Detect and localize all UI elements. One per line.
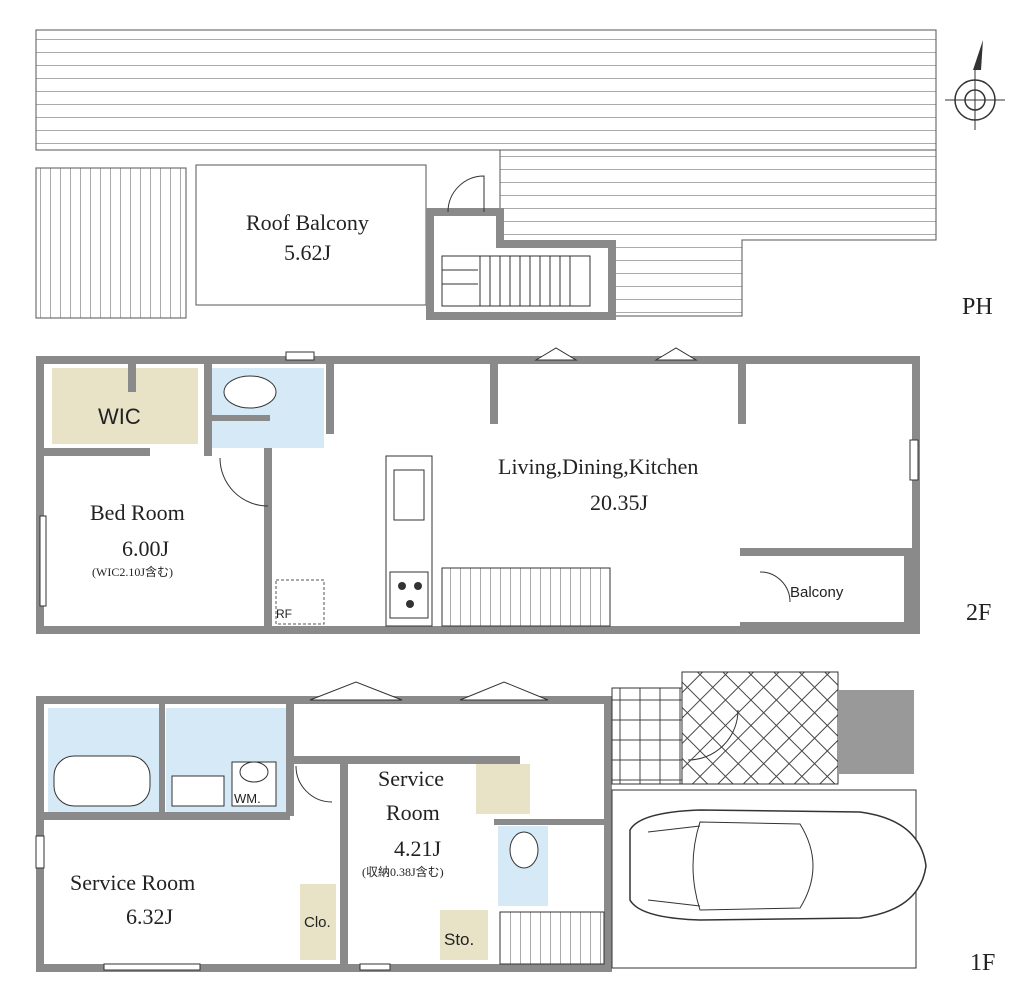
bed-room-area-label: 6.00J <box>122 536 170 561</box>
ldk-area-label: 20.35J <box>590 490 649 515</box>
roof-balcony-area-label: 5.62J <box>284 240 332 265</box>
2f-stairs <box>441 567 611 627</box>
1f-window-1 <box>309 681 403 701</box>
wm-label: WM. <box>234 791 261 806</box>
kitchen-stove <box>389 571 429 619</box>
rf-label: RF <box>276 607 292 621</box>
wic-area <box>52 368 198 444</box>
roof-deck-top <box>35 29 937 151</box>
bed-room-note-label: (WIC2.10J含む) <box>92 565 173 579</box>
1f-floor <box>35 671 927 972</box>
ph-floor <box>35 29 1005 320</box>
floor-label-2f: 2F <box>966 600 992 626</box>
rf-box <box>275 579 325 625</box>
roof-balcony-area <box>195 164 427 306</box>
floor-label-ph: PH <box>962 294 993 320</box>
roof-deck-left <box>35 167 187 319</box>
car-icon <box>629 809 927 921</box>
wic-label: WIC <box>98 404 141 429</box>
roof-balcony-label: Roof Balcony <box>246 210 369 235</box>
1f-outer-wall <box>36 696 612 972</box>
service-room-2-note-label: (収納0.38J含む) <box>362 865 444 879</box>
approach-tiles <box>681 671 839 785</box>
washbasin <box>171 775 225 807</box>
entrance-tiles <box>611 687 683 785</box>
ldk-label: Living,Dining,Kitchen <box>498 454 699 479</box>
ph-door-swing <box>447 175 485 213</box>
ph-stair-core <box>426 208 616 320</box>
bed-room-label: Bed Room <box>90 500 185 525</box>
clo-label: Clo. <box>304 914 331 931</box>
floor-label-1f: 1F <box>970 950 996 976</box>
dark-tile-area <box>838 690 914 774</box>
1f-stairs <box>499 911 605 965</box>
compass-icon <box>945 40 1005 130</box>
service-room-1-label: Service Room <box>70 870 196 895</box>
service-room-2-label-line2: Room <box>386 800 440 825</box>
sto-area <box>440 910 488 960</box>
service-room-2-area-label: 4.21J <box>394 836 442 861</box>
clo-area <box>300 884 336 960</box>
ph-stair-treads <box>441 255 591 307</box>
1f-window-2 <box>459 681 549 701</box>
2f-balcony <box>740 548 912 630</box>
bathtub <box>53 755 151 807</box>
balcony-label: Balcony <box>790 584 844 601</box>
service-room-1-area-label: 6.32J <box>126 904 174 929</box>
2f-floor <box>36 347 920 634</box>
kitchen-sink <box>393 469 425 521</box>
service-room-2-label: Service <box>378 766 444 791</box>
sto-label: Sto. <box>444 930 475 949</box>
storage-area <box>476 764 530 814</box>
